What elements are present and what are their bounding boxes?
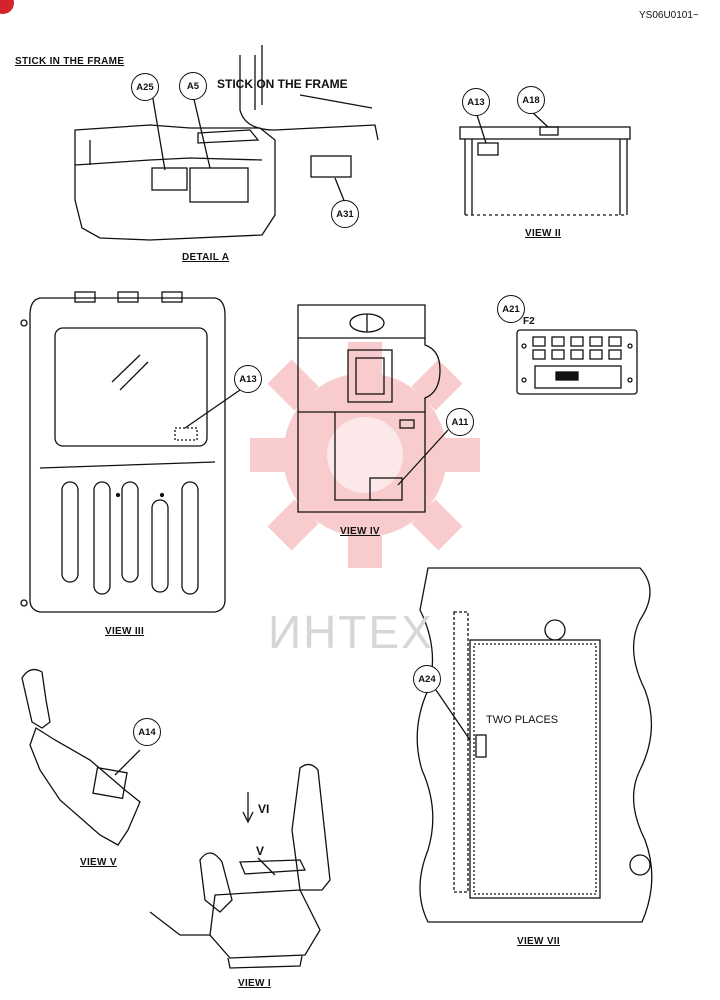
view-iii-drawing: [20, 291, 241, 613]
switch-panel-drawing: [516, 329, 638, 395]
callout-a31: A31: [331, 200, 359, 228]
callout-a24: A24: [413, 665, 441, 693]
view-i-drawing: [149, 763, 331, 969]
arrow-v-label: V: [256, 844, 265, 858]
document-code: YS06U0101~: [639, 10, 699, 21]
callout-a21: A21: [497, 295, 525, 323]
view-v-drawing: [21, 668, 141, 846]
view-ii-title: VIEW II: [525, 228, 561, 239]
view-v-title: VIEW V: [80, 857, 117, 868]
f2-label: F2: [523, 316, 535, 327]
view-i-title: VIEW I: [238, 978, 271, 989]
view-iii-title: VIEW III: [105, 626, 145, 637]
callout-a18: A18: [517, 86, 545, 114]
detail-a-title: DETAIL A: [182, 252, 230, 263]
watermark-text: ИНТЕХ: [268, 606, 434, 658]
arrow-vi-label: VI: [258, 802, 270, 816]
view-vii-drawing: [416, 567, 653, 923]
corner-badge: [0, 0, 14, 14]
view-vii-title: VIEW VII: [517, 936, 560, 947]
view-ii-drawing: [459, 111, 631, 216]
two-places-label: TWO PLACES: [486, 714, 559, 726]
stick-in-frame-label: STICK IN THE FRAME: [15, 56, 125, 67]
view-iv-title: VIEW IV: [340, 526, 380, 537]
stick-on-frame-label: STICK ON THE FRAME: [217, 77, 348, 91]
callout-a13-view-ii: A13: [462, 88, 490, 116]
callout-a11: A11: [446, 408, 474, 436]
callout-a25: A25: [131, 73, 159, 101]
detail-a-drawing: [74, 45, 379, 241]
view-iv-drawing: [297, 304, 449, 513]
callout-a5: A5: [179, 72, 207, 100]
callout-a14: A14: [133, 718, 161, 746]
callout-a13-view-iii: A13: [234, 365, 262, 393]
